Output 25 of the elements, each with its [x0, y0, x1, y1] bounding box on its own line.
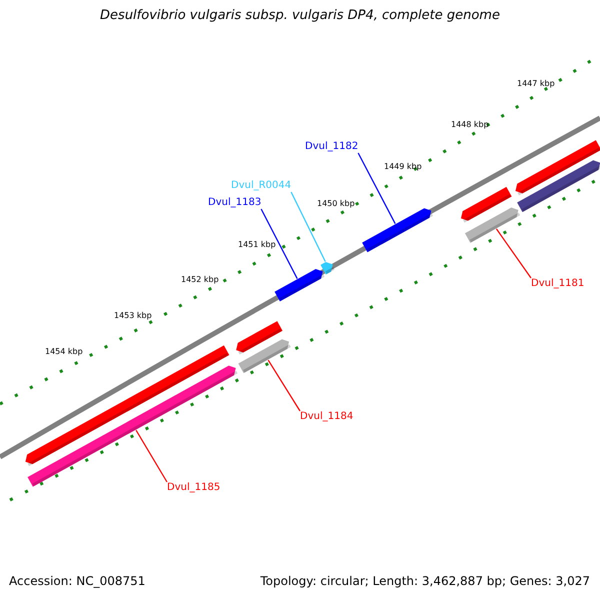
gene-label: Dvul_R0044	[231, 180, 292, 192]
gene-label: Dvul_1183	[208, 197, 262, 209]
leader-line	[290, 192, 326, 262]
scale-label: 1449 kbp	[384, 162, 422, 172]
leader-line	[268, 360, 300, 412]
leader-line	[496, 228, 532, 278]
scale-label: 1452 kbp	[181, 275, 219, 285]
gene-label: Dvul_1181	[531, 278, 584, 290]
leader-line	[358, 152, 396, 224]
scale-label: 1448 kbp	[451, 120, 489, 130]
gene-label: Dvul_1185	[167, 482, 220, 494]
genome-info-text: Topology: circular; Length: 3,462,887 bp; Genes: 3,027	[260, 574, 590, 588]
scale-label: 1453 kbp	[114, 311, 152, 321]
title: Desulfovibrio vulgaris subsp. vulgaris DP4, complete genome	[99, 8, 501, 24]
gene-block	[320, 262, 335, 274]
gene-block	[362, 208, 434, 252]
accession-text: Accession: NC_008751	[9, 574, 146, 588]
gene-block	[464, 208, 520, 243]
leader-line	[136, 430, 168, 482]
leader-line	[260, 208, 298, 279]
gene-label: Dvul_1182	[305, 141, 358, 153]
gene-block	[274, 269, 325, 302]
gene-block	[238, 339, 291, 374]
gene-label: Dvul_1184	[300, 411, 354, 423]
scale-label: 1447 kbp	[517, 79, 555, 89]
